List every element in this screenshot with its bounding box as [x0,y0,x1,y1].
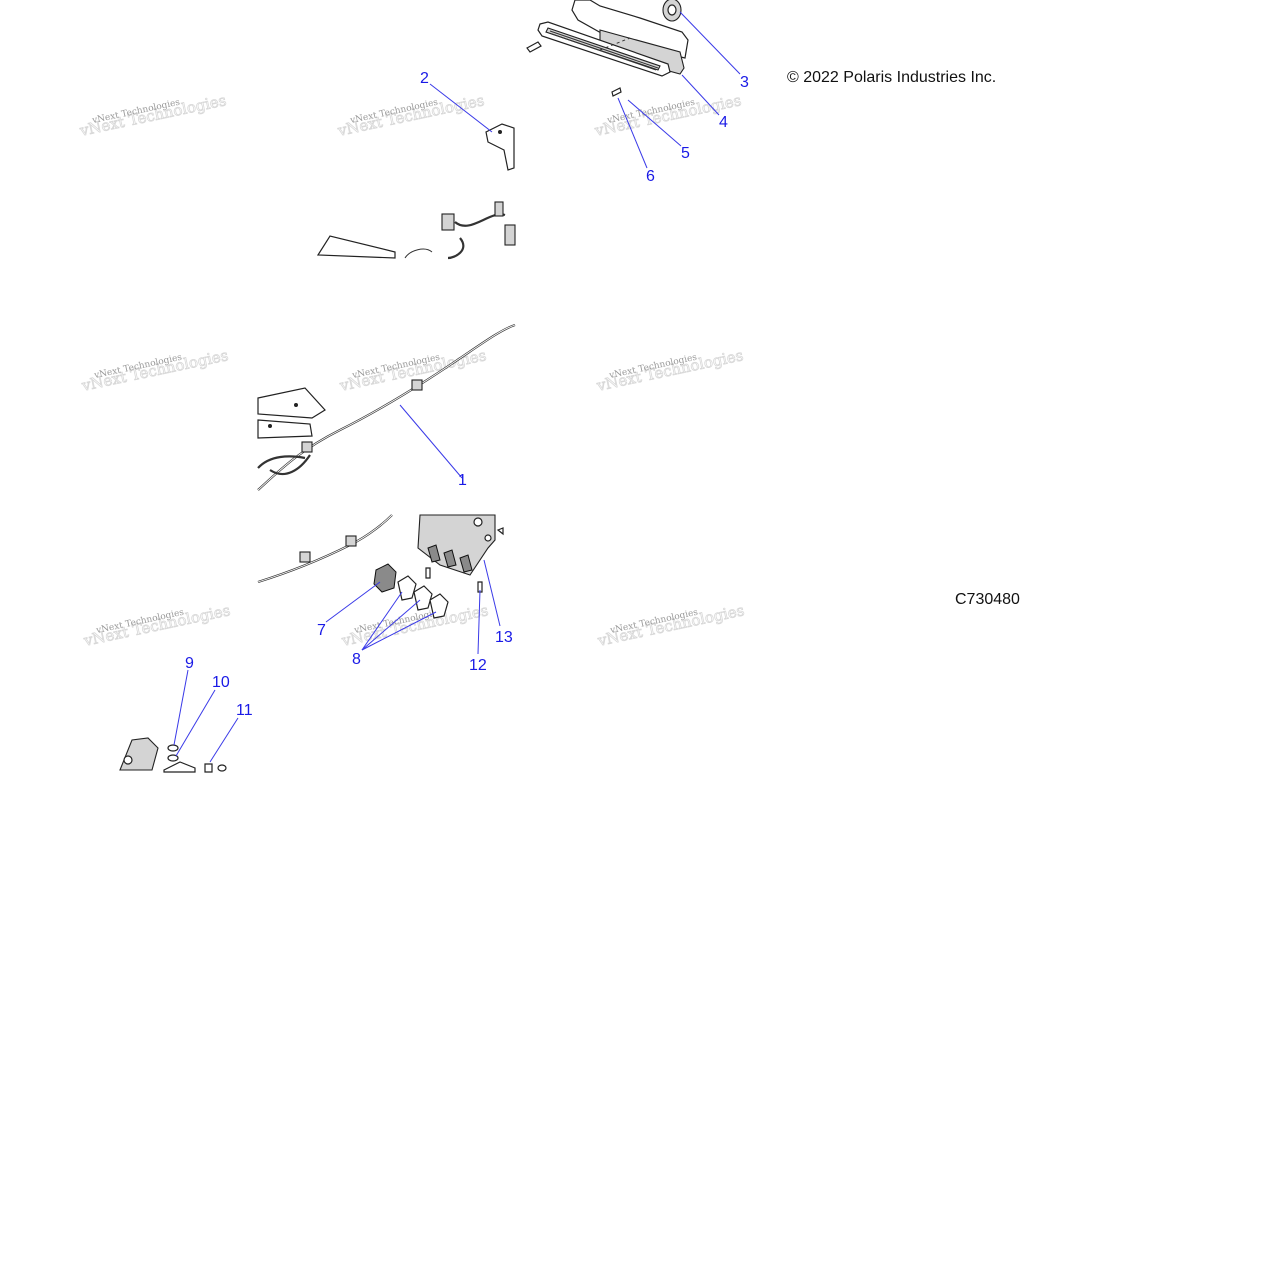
callout-13: 13 [495,629,513,646]
watermark-8: vNext Technologies vNext Technologies [339,601,490,651]
callout-5: 5 [681,145,690,162]
lens-rib [549,30,659,69]
switch-blank [429,593,449,619]
leader-lines [173,11,741,763]
watermark-6: vNext Technologies vNext Technologies [594,346,745,396]
callout-4: 4 [719,114,728,131]
leader-6 [617,97,648,169]
watermark-9: vNext Technologies vNext Technologies [595,601,746,651]
harness-clip [299,551,311,563]
bracket-plate [485,123,515,171]
figure-code: C730480 [955,591,1020,608]
callout-10: 10 [212,674,230,691]
guide-line [599,37,631,51]
bulb-socket-center [667,4,677,16]
watermark-4: vNext Technologies vNext Technologies [79,346,230,396]
callout-9: 9 [185,655,194,672]
callout-11: 11 [236,702,253,719]
harness-wire [447,237,465,260]
harness-bracket [257,387,326,419]
harness-plug [494,201,504,217]
callout-6: 6 [646,168,655,185]
washer-10 [167,754,179,762]
bracket-hole [498,130,502,134]
leader-8a [361,591,403,651]
switch-blank [397,575,417,601]
switch-housing [417,514,496,576]
callout-3: 3 [740,74,749,91]
watermark-7: vNext Technologies vNext Technologies [81,601,232,651]
screw-12 [477,581,483,593]
harness-clip [301,441,313,453]
screw-lens [526,41,542,53]
callout-2: 2 [420,70,429,87]
screw-11 [204,763,213,773]
leader-1 [399,404,463,479]
copyright-text: © 2022 Polaris Industries Inc. [787,69,997,86]
screw-6 [611,87,622,97]
callout-12: 12 [469,657,487,674]
leader-10 [175,689,216,757]
harness-wire [404,248,433,259]
switch-panel-assembly [257,514,504,619]
lens-rib [551,33,657,71]
harness-connector [441,213,455,231]
lower-fasteners [119,737,227,773]
leader-5 [627,99,682,147]
panel-edge [316,235,396,259]
harness-lower-wire [257,514,393,584]
screw-12 [425,567,431,579]
mount-bracket [485,123,515,171]
callout-8: 8 [352,651,361,668]
wiring-harness [257,323,516,491]
leader-2 [429,83,493,133]
harness-clip [345,535,357,547]
leader-3 [679,11,741,75]
washer-9 [167,744,179,752]
leader-8c [361,611,437,651]
callout-1: 1 [458,472,467,489]
callout-7: 7 [317,622,326,639]
harness-bracket [257,419,313,439]
harness-clip [411,379,423,391]
leader-8b [361,599,421,651]
leader-13 [483,559,501,627]
leader-12 [477,589,481,655]
harness-connector-top [316,201,516,260]
light-housing [571,0,689,59]
harness-branch [257,455,306,469]
callouts: 1 2 3 4 5 6 7 8 9 10 11 12 13 [185,70,749,719]
light-housing-assembly [526,0,689,97]
leader-11 [209,717,239,763]
bracket-lower [119,737,159,771]
switch-7 [373,563,397,593]
watermark-1: vNext Technologies vNext Technologies [77,91,228,141]
watermark-2: vNext Technologies vNext Technologies [335,91,486,141]
leader-9 [173,669,189,746]
harness-branch [269,454,311,476]
leader-4 [681,74,720,116]
leader-7 [325,581,381,623]
harness-plug [504,224,516,246]
switch-blank [413,585,433,611]
